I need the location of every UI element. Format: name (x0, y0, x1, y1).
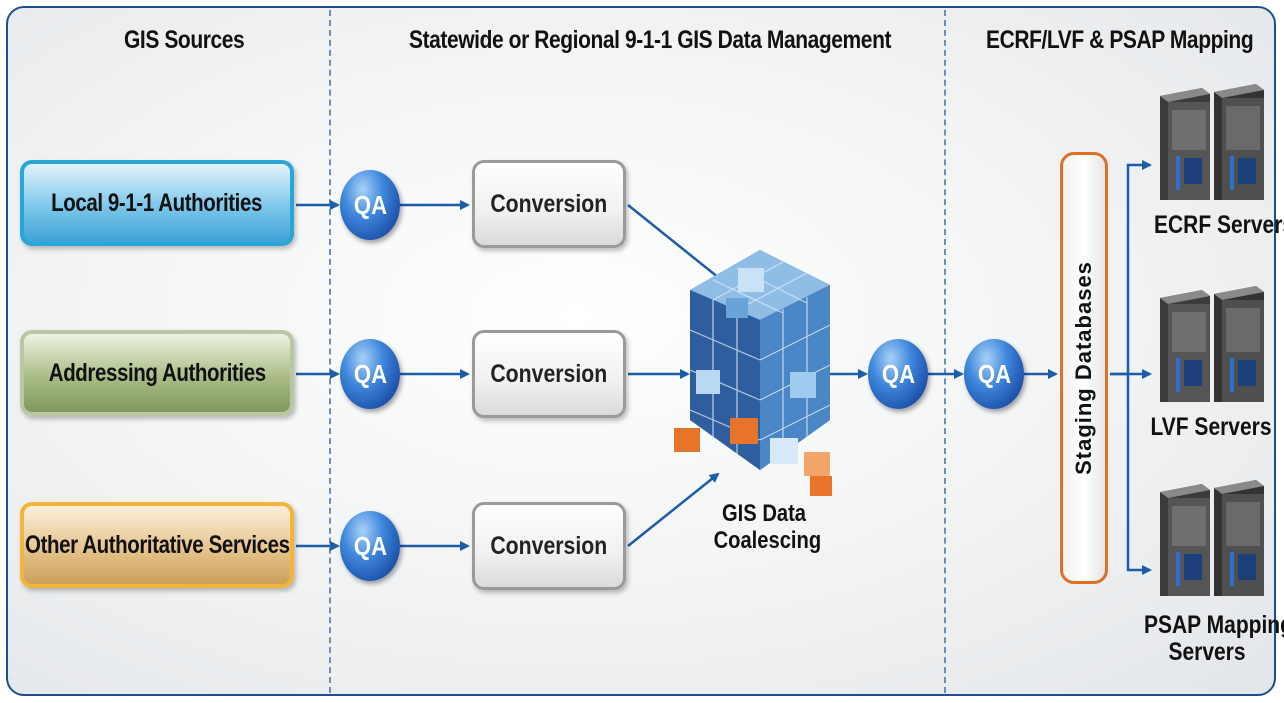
qa-badge: QA (868, 339, 928, 409)
qa-label: QA (353, 189, 387, 220)
coalescing-caption: GIS Data Coalescing (713, 500, 822, 554)
qa-label: QA (977, 358, 1011, 389)
conversion-label: Conversion (490, 531, 608, 560)
arrow-staging-psap (1126, 374, 1152, 575)
source-label: Local 9-1-1 Authorities (51, 188, 263, 217)
source-label: Addressing Authorities (48, 358, 266, 387)
arrow-conversion3-coalescing (627, 472, 720, 547)
staging-databases-label: Staging Databases (1071, 261, 1096, 475)
source-other-authoritative-services: Other Authoritative Services (20, 502, 294, 588)
conversion-box: Conversion (472, 330, 626, 418)
ecrf-servers-label: ECRF Servers (1154, 211, 1284, 239)
qa-badge: QA (340, 339, 400, 409)
qa-badge: QA (340, 170, 400, 240)
header-ecrf-lvf-psap: ECRF/LVF & PSAP Mapping (986, 26, 1254, 54)
arrow-conversion1-coalescing (627, 204, 726, 284)
server-label-line1: PSAP Mapping (1144, 611, 1284, 639)
psap-mapping-servers-label: PSAP Mapping Servers (1144, 611, 1284, 666)
lvf-servers-label: LVF Servers (1148, 414, 1274, 441)
qa-label: QA (881, 358, 915, 389)
conversion-box: Conversion (472, 502, 626, 590)
coalescing-line2: Coalescing (713, 527, 822, 554)
conversion-label: Conversion (490, 189, 608, 218)
lvf-server-icon (1160, 286, 1264, 402)
divider-right (944, 10, 946, 693)
conversion-box: Conversion (472, 160, 626, 248)
qa-label: QA (353, 530, 387, 561)
coalescing-line1: GIS Data (721, 500, 807, 527)
staging-databases-box (1060, 152, 1108, 584)
server-label-line1: LVF Servers (1150, 413, 1272, 441)
source-label: Other Authoritative Services (24, 530, 290, 559)
qa-badge: QA (340, 511, 400, 581)
arrow-staging-ecrf (1110, 160, 1152, 376)
data-cube-icon (674, 250, 832, 496)
header-gis-sources: GIS Sources (124, 26, 245, 54)
psap-mapping-server-icon (1160, 480, 1264, 596)
server-label-line1: ECRF Servers (1154, 211, 1284, 239)
ecrf-server-icon (1160, 84, 1264, 200)
header-data-management: Statewide or Regional 9-1-1 GIS Data Man… (409, 26, 892, 54)
qa-badge: QA (964, 339, 1024, 409)
source-addressing-authorities: Addressing Authorities (20, 330, 294, 416)
source-local-911-authorities: Local 9-1-1 Authorities (20, 160, 294, 246)
conversion-label: Conversion (490, 359, 608, 388)
qa-label: QA (353, 358, 387, 389)
divider-left (329, 10, 331, 693)
server-label-line2: Servers (1168, 638, 1246, 666)
